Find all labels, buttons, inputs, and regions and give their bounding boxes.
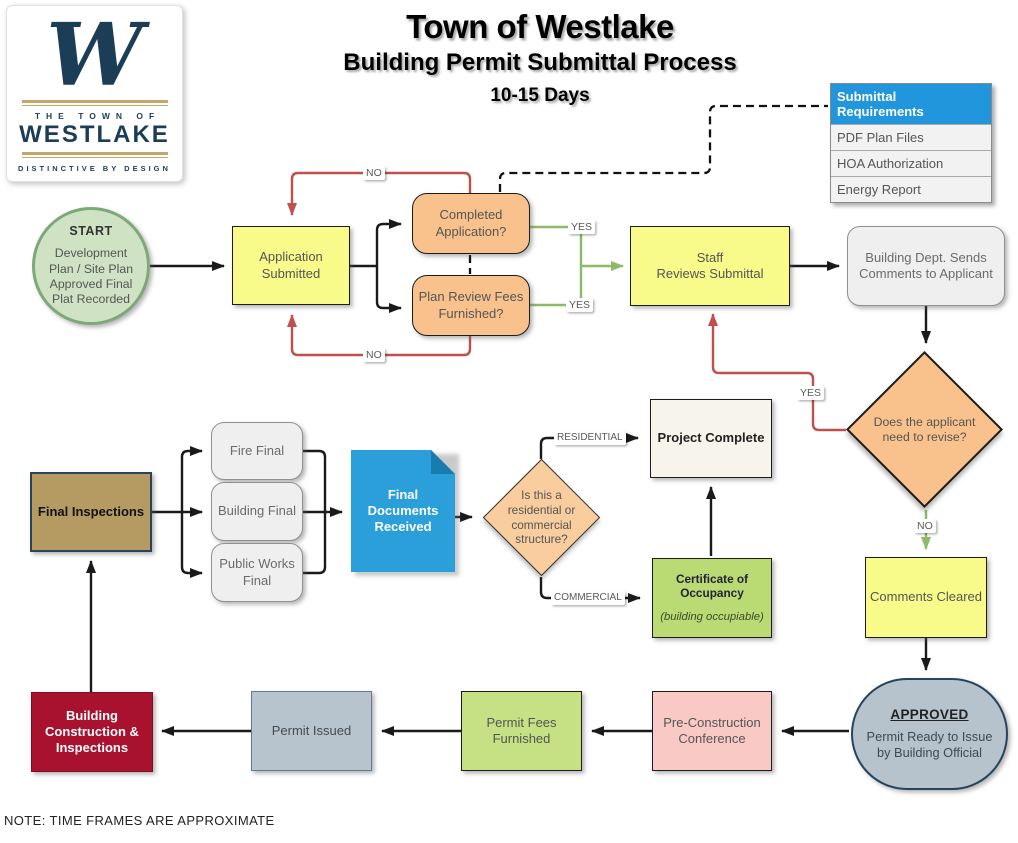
edge-label-yes-revise: YES [797,386,825,400]
edge-label-no-bottom: NO [363,348,385,362]
node-staff-reviews-submittal: Staff Reviews Submittal [630,226,790,306]
node-label: Fire Final [229,442,285,458]
submittal-requirements-table: Submittal Requirements PDF Plan Files HO… [830,83,992,203]
node-label: Application Submitted [259,249,323,281]
node-label: Building Construction & Inspections [45,707,139,756]
logo-gold-rule-top [21,100,168,106]
logo-town-line: THE TOWN OF [34,111,161,121]
logo-tagline: DISTINCTIVE BY DESIGN [18,164,171,173]
footnote: NOTE: TIME FRAMES ARE APPROXIMATE [4,813,275,828]
node-fire-final: Fire Final [211,422,303,480]
edge-label-no-top: NO [363,166,385,180]
node-label: Comments Cleared [870,589,982,605]
node-completed-application: Completed Application? [412,193,530,254]
edge-label-residential: RESIDENTIAL [554,431,626,445]
node-permit-fees-furnished: Permit Fees Furnished [461,691,582,771]
node-public-works-final: Public Works Final [211,543,303,602]
node-plan-review-fees: Plan Review Fees Furnished? [412,275,530,336]
requirements-header: Submittal Requirements [831,84,991,124]
node-sublabel: (building occupiable) [660,611,764,624]
node-start: START Development Plan / Site Plan Appro… [32,207,150,325]
node-label: Final Inspections [37,503,145,519]
node-label: Public Works Final [219,556,295,588]
title-line-2: Building Permit Submittal Process [343,49,737,76]
approved-title: APPROVED [890,707,969,723]
logo-w-monogram-icon: W [46,5,143,106]
node-label: Is this a residential or commercial stru… [507,488,576,547]
node-final-inspections: Final Inspections [30,472,152,552]
requirement-item: PDF Plan Files [831,124,991,150]
requirement-item: Energy Report [831,176,991,202]
node-label: Does the applicant need to revise? [873,414,976,444]
node-comments-cleared: Comments Cleared [865,557,987,638]
node-building-final: Building Final [211,482,303,541]
node-label: Staff Reviews Submittal [656,249,764,281]
node-pre-construction-conference: Pre-Construction Conference [652,691,772,771]
node-application-submitted: Application Submitted [232,226,350,305]
node-building-dept-sends-comments: Building Dept. Sends Comments to Applica… [847,226,1005,306]
node-certificate-of-occupancy: Certificate of Occupancy (building occup… [652,558,772,638]
node-label: Plan Review Fees Furnished? [418,289,524,321]
start-body: Development Plan / Site Plan Approved Fi… [48,246,134,307]
node-label: Building Final [217,503,297,519]
edge-label-yes-top: YES [568,220,596,234]
node-label: Project Complete [657,430,765,446]
node-final-documents-received: Final Documents Received [351,450,455,572]
node-label: Certificate of Occupancy [675,571,749,601]
approved-body: Permit Ready to Issue by Building Offici… [866,729,993,760]
node-label: Pre-Construction Conference [663,714,761,746]
node-approved: APPROVED Permit Ready to Issue by Buildi… [851,678,1008,790]
town-logo: W THE TOWN OF WESTLAKE DISTINCTIVE BY DE… [6,5,183,182]
start-title: START [69,224,113,239]
title-line-1: Town of Westlake [406,8,674,45]
node-label: Permit Fees Furnished [486,714,557,746]
node-label: Final Documents Received [367,486,439,535]
requirement-item: HOA Authorization [831,150,991,176]
edge-label-no-revise: NO [914,519,936,533]
node-label: Permit Issued [271,722,352,738]
logo-name: WESTLAKE [19,121,170,148]
node-residential-or-commercial: Is this a residential or commercial stru… [482,458,601,577]
node-project-complete: Project Complete [650,399,772,478]
page-title: Town of Westlake Building Permit Submitt… [280,8,800,107]
node-does-applicant-need-to-revise: Does the applicant need to revise? [846,351,1003,508]
node-permit-issued: Permit Issued [251,691,372,771]
edge-label-commercial: COMMERCIAL [551,591,625,605]
node-building-construction-inspections: Building Construction & Inspections [31,692,153,772]
edge-label-yes-bottom: YES [566,298,594,312]
node-label: Completed Application? [435,207,507,239]
node-label: Building Dept. Sends Comments to Applica… [859,249,993,281]
logo-gold-rule-bottom [21,152,168,158]
title-line-3: 10-15 Days [490,85,590,106]
